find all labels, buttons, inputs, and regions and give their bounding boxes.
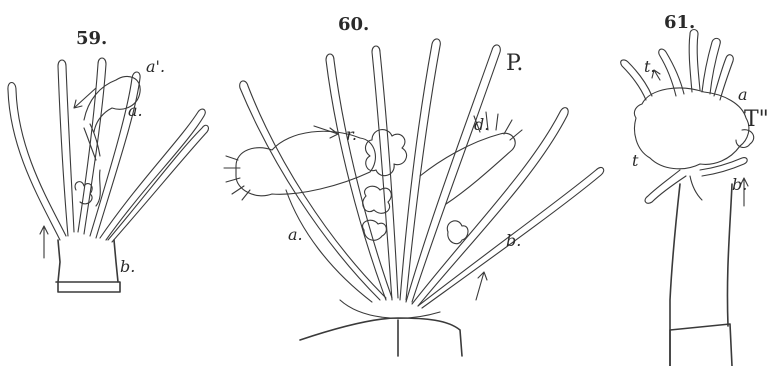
- figure-60-tentacle: [286, 190, 372, 302]
- figure-61-label-b: b.: [732, 175, 747, 194]
- figure-61-label-a: a: [738, 85, 748, 104]
- figure-61-head-lobe: [736, 130, 754, 148]
- figure-60-label-r: r.: [346, 125, 357, 144]
- figure-61: 61. t. a T" t b.: [621, 12, 769, 366]
- figure-60-bud-r: [366, 130, 407, 176]
- figure-60-cup-rim: [340, 300, 440, 318]
- figure-60-tentacle: [400, 39, 440, 300]
- figure-61-base: [670, 324, 732, 366]
- figure-59-label-a-prime: a'.: [146, 57, 165, 76]
- figure-59-stalk: [58, 240, 118, 282]
- figure-61-head: [634, 88, 748, 169]
- figure-61-tentacle: [659, 49, 684, 96]
- figure-60-label-d: d.: [474, 115, 489, 134]
- figure-61-tentacle: [690, 176, 702, 200]
- figure-60: 60. P. r. d. a. b.: [224, 14, 604, 356]
- figure-61-label-t-upper: t.: [644, 57, 656, 76]
- figure-59-tentacle: [108, 125, 208, 242]
- figure-61-tentacle: [714, 55, 733, 100]
- figure-60-cup: [300, 318, 462, 356]
- figure-59-tentacle: [90, 72, 140, 238]
- figure-60-tentacle: [372, 46, 398, 300]
- figure-59-arrow-up: [40, 226, 48, 258]
- figure-59-base: [56, 282, 120, 292]
- figure-61-label-t-lower: t: [632, 151, 639, 170]
- figure-61-label-t-double-prime: T": [744, 107, 769, 132]
- figure-59-tentacle: [8, 83, 66, 241]
- figure-60-polyp-a-fingers: [224, 156, 250, 200]
- figure-59-tentacle: [58, 60, 74, 236]
- figure-59: 59. a'. a. b.: [8, 28, 209, 292]
- figure-59-label-b: b.: [120, 257, 135, 276]
- figure-61-number: 61.: [664, 12, 695, 33]
- figure-61-stalk: [670, 184, 732, 366]
- figure-60-number: 60.: [338, 14, 369, 35]
- figure-59-tentacle: [78, 58, 106, 234]
- figure-59-number: 59.: [76, 28, 107, 49]
- figure-60-arrow-up: [476, 272, 487, 300]
- figure-60-label-a: a.: [288, 225, 303, 244]
- figure-60-label-p: P.: [506, 51, 523, 76]
- figure-61-tentacle: [689, 30, 700, 93]
- figure-60-label-b: b.: [506, 231, 521, 250]
- figure-59-label-a: a.: [128, 101, 143, 120]
